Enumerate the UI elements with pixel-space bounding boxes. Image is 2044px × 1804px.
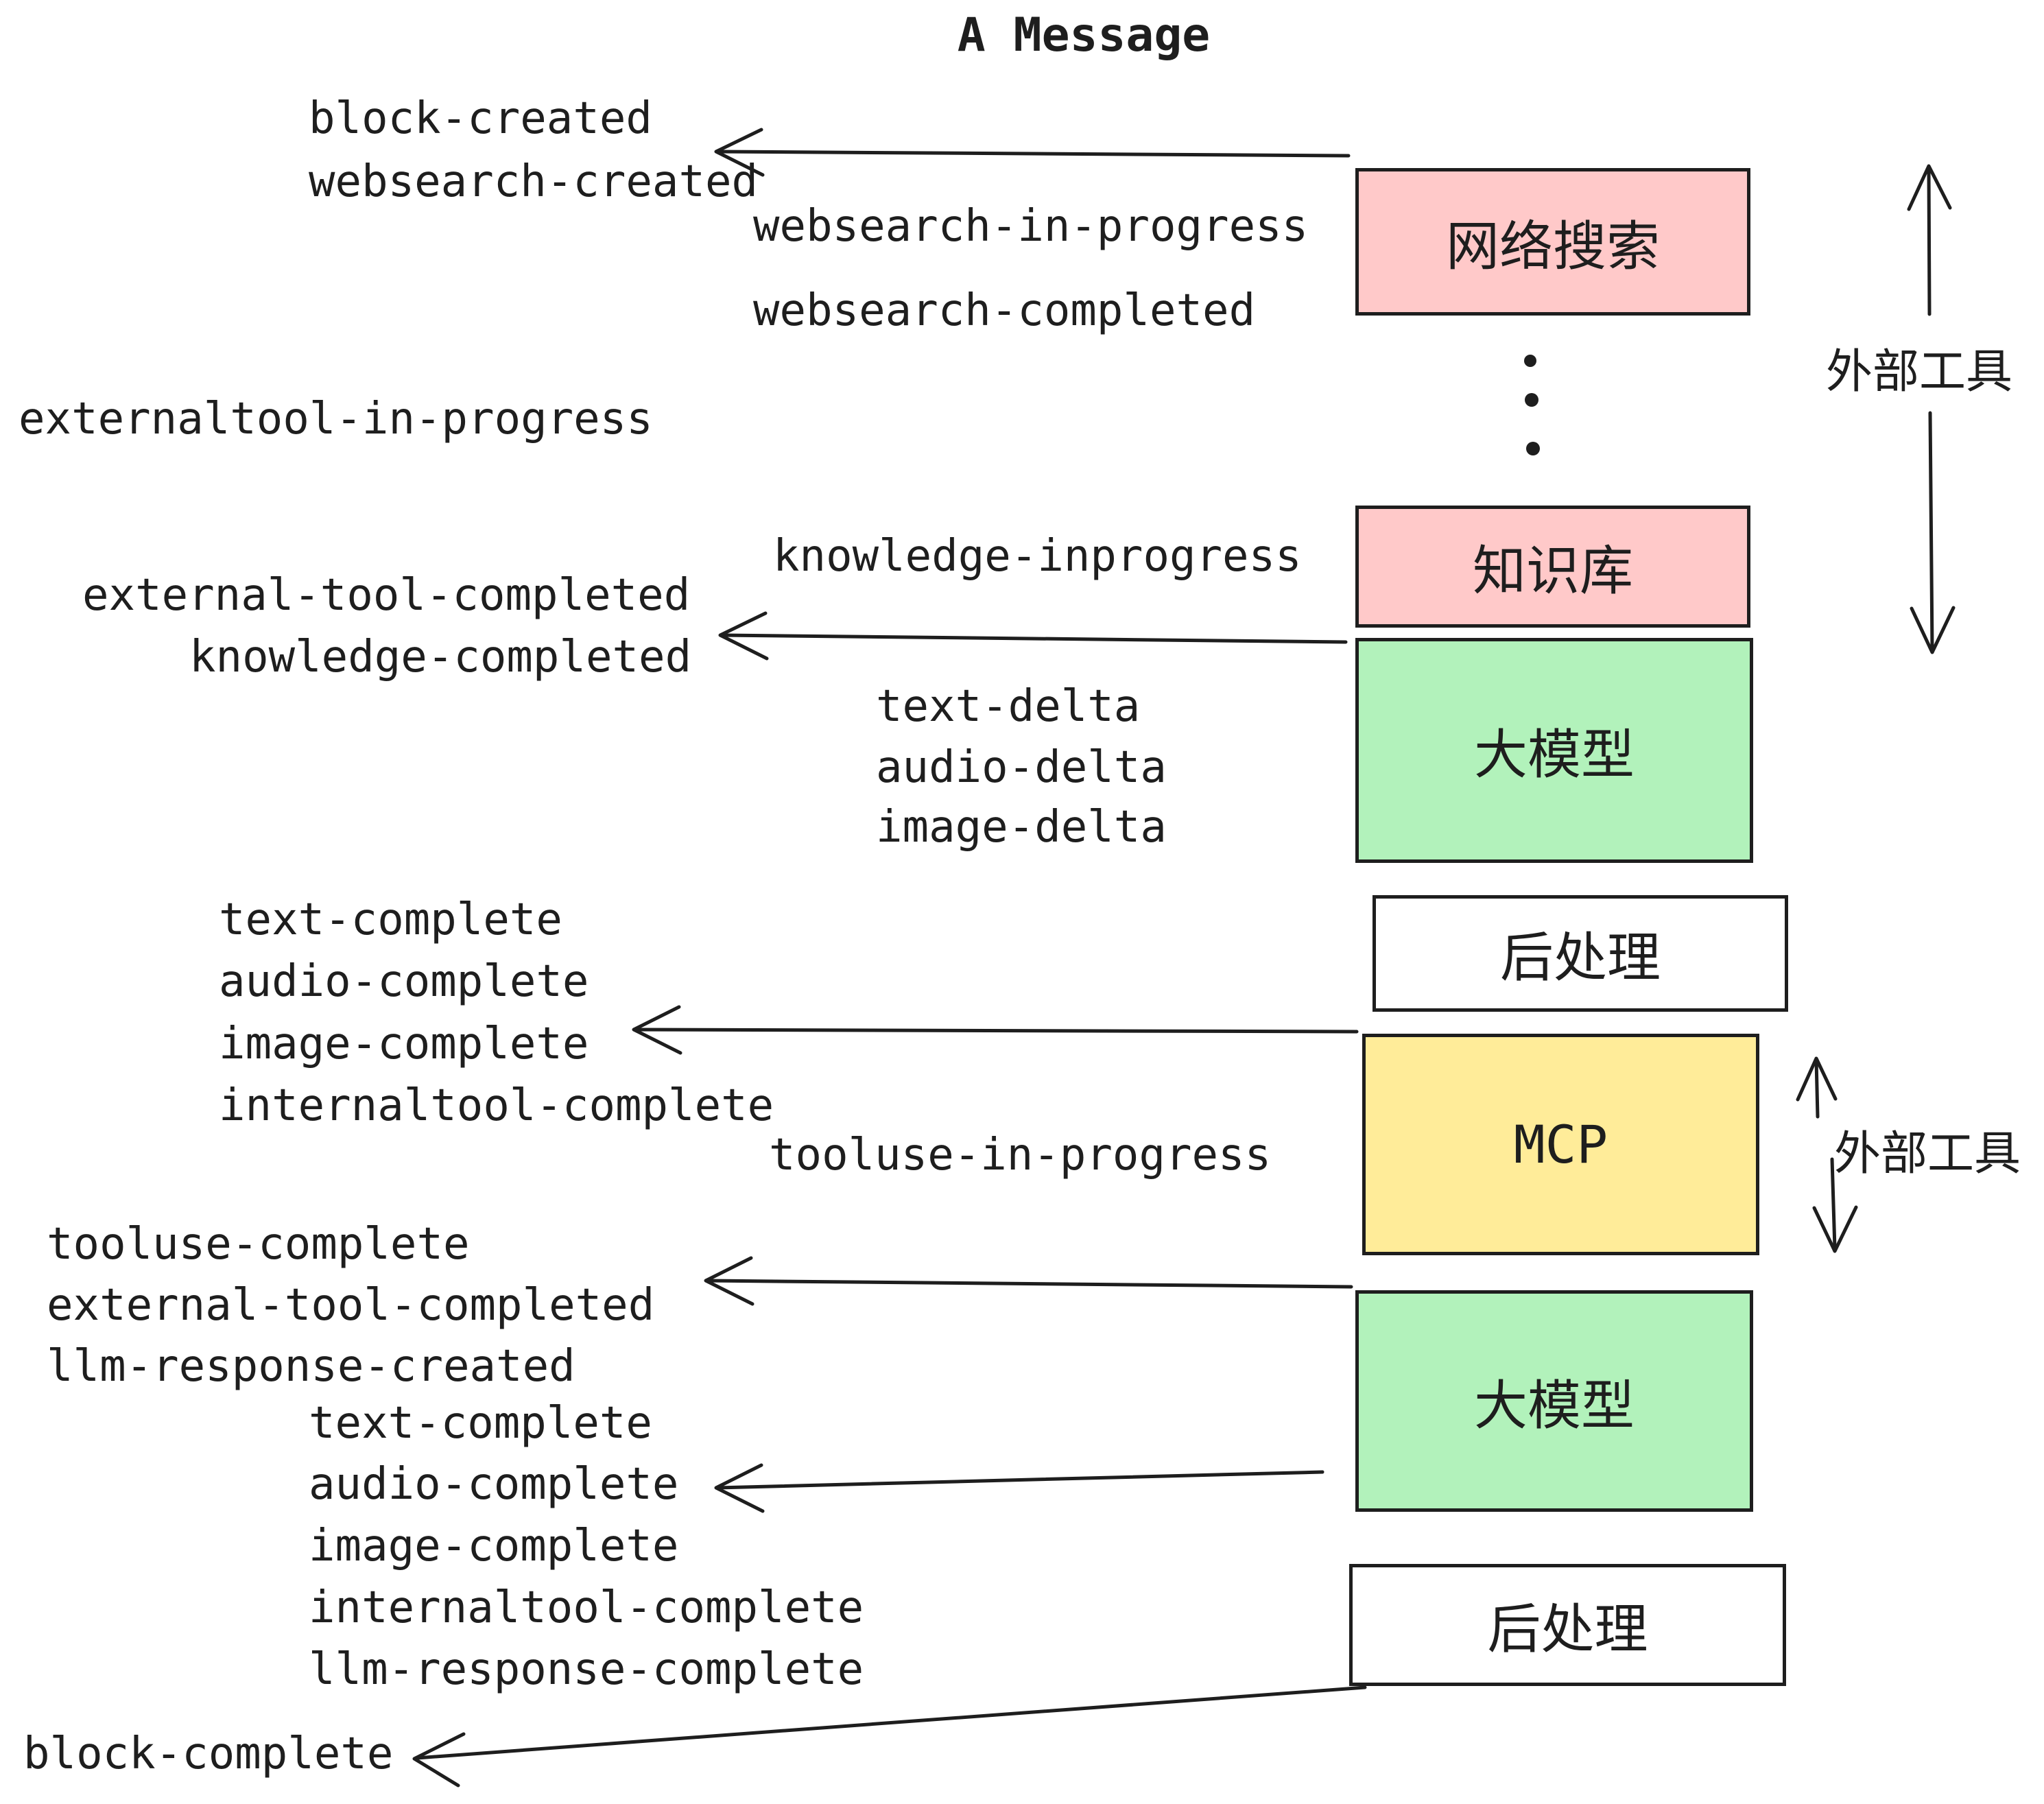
external-tools-bottom-up-arrow-line (1814, 1058, 1820, 1119)
ellipsis-dot-3 (1526, 442, 1540, 455)
node-knowledge: 知识库 (1355, 506, 1750, 628)
event-label-llm-response-complete: llm-response-complete (309, 1644, 864, 1695)
event-label-internaltool-complete-2: internaltool-complete (309, 1582, 864, 1633)
node-websearch-label: 网络搜索 (1445, 215, 1660, 278)
event-label-external-tool-completed-2: external-tool-completed (47, 1280, 655, 1331)
external-tools-bottom-label: 外部工具 (1834, 1127, 2021, 1181)
event-label-externaltool-in-progress: externaltool-in-progress (19, 394, 653, 444)
event-label-image-delta-1: image-delta (876, 802, 1167, 853)
event-label-text-delta-1: text-delta (876, 681, 1141, 732)
node-mcp: MCP (1362, 1034, 1759, 1255)
event-label-tooluse-complete: tooluse-complete (47, 1219, 470, 1270)
node-knowledge-label: 知识库 (1472, 541, 1633, 602)
arrow-llm-to-complete-head (632, 1005, 682, 1055)
event-label-text-complete-1: text-complete (219, 894, 562, 945)
event-label-image-complete-2: image-complete (309, 1521, 679, 1571)
event-label-knowledge-inprogress: knowledge-inprogress (773, 531, 1302, 582)
event-label-websearch-created: websearch-created (309, 156, 759, 207)
event-label-tooluse-in-progress: tooluse-in-progress (769, 1130, 1272, 1180)
node-post-top-label: 后处理 (1499, 927, 1661, 989)
node-post-top: 后处理 (1372, 895, 1788, 1012)
arrow-post2-to-block-complete-head (412, 1732, 466, 1788)
external-tools-top-up-arrow-head (1907, 164, 1952, 211)
external-tools-bottom-down-arrow-head (1812, 1205, 1858, 1253)
event-label-audio-complete-1: audio-complete (219, 956, 589, 1007)
arrow-knowledge-to-completed-line (720, 633, 1348, 644)
event-label-audio-complete-2: audio-complete (309, 1459, 679, 1510)
event-label-llm-response-created: llm-response-created (47, 1341, 575, 1392)
node-llm-bottom: 大模型 (1355, 1290, 1753, 1512)
event-label-image-complete-1: image-complete (219, 1019, 589, 1069)
event-label-block-created: block-created (309, 93, 652, 144)
ellipsis-dot-1 (1524, 355, 1536, 367)
event-label-websearch-in-progress: websearch-in-progress (753, 201, 1309, 252)
event-label-websearch-completed: websearch-completed (753, 285, 1256, 336)
external-tools-top-down-arrow-head (1910, 606, 1956, 654)
node-post-bottom: 后处理 (1349, 1564, 1786, 1686)
event-label-block-complete: block-complete (23, 1729, 394, 1779)
external-tools-bottom-up-arrow-head (1796, 1056, 1838, 1102)
external-tools-top-down-arrow-line (1928, 411, 1934, 652)
arrow-llm2-to-audio-complete-line (715, 1470, 1324, 1490)
node-post-bottom-label: 后处理 (1487, 1599, 1648, 1661)
arrow-knowledge-to-completed-head (718, 611, 769, 661)
event-label-audio-delta-1: audio-delta (876, 742, 1167, 793)
arrow-mcp-to-tooluse-complete-line (705, 1279, 1353, 1289)
diagram-title: A Message (957, 8, 1211, 62)
event-label-knowledge-completed: knowledge-completed (189, 632, 692, 683)
node-llm-top-label: 大模型 (1473, 724, 1635, 786)
arrow-llm-to-complete-line (633, 1028, 1359, 1034)
node-llm-top: 大模型 (1355, 638, 1753, 863)
event-label-internaltool-complete-1: internaltool-complete (219, 1080, 774, 1131)
node-websearch: 网络搜索 (1355, 168, 1750, 316)
arrow-llm2-to-audio-complete-head (714, 1463, 765, 1513)
arrow-mcp-to-tooluse-complete-head (704, 1256, 754, 1306)
external-tools-top-label: 外部工具 (1826, 345, 2013, 399)
node-llm-bottom-label: 大模型 (1473, 1375, 1635, 1437)
arrow-post2-to-block-complete-line (415, 1685, 1367, 1760)
arrow-websearch-to-created-line (715, 150, 1351, 158)
event-label-external-tool-completed-1: external-tool-completed (82, 570, 691, 621)
event-label-text-complete-2: text-complete (309, 1398, 652, 1449)
node-mcp-label: MCP (1513, 1114, 1608, 1175)
ellipsis-dot-2 (1525, 393, 1538, 407)
